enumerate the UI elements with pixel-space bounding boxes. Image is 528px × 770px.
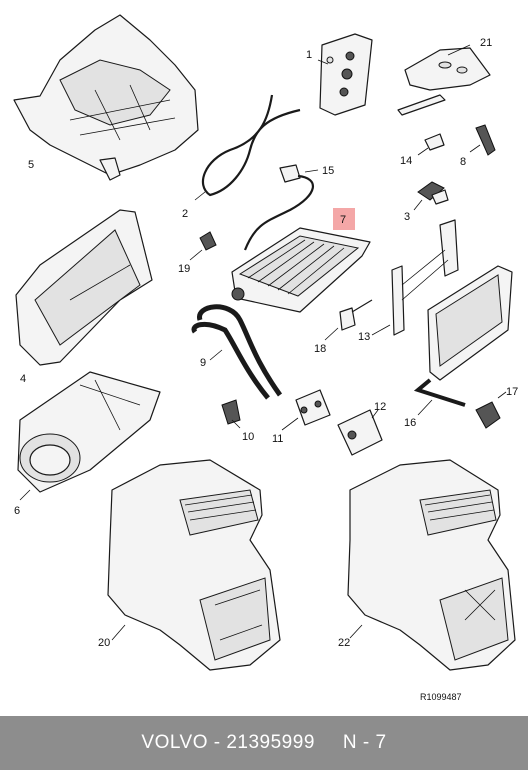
part-6-blower-housing [17,371,161,501]
callout-9: 9 [200,357,206,369]
part-2-cable [194,94,301,201]
part-13-linkage [371,219,459,336]
part-12-valve [337,409,383,456]
part-9-pipes [191,304,283,400]
callout-20: 20 [98,637,110,649]
part-14-clip [417,133,445,156]
callout-2: 2 [182,208,188,220]
parts-diagram: 1 2 3 4 5 6 7 8 9 10 11 12 13 14 15 16 1… [13,14,518,702]
part-4-housing [15,209,153,366]
part-20-hvac-assembly [107,459,281,671]
part-11-valve [281,389,331,431]
callout-17: 17 [506,386,518,398]
part-19-clip [189,231,217,261]
part-7-heater-core [231,227,371,313]
reference-code: R1099487 [420,692,462,702]
highlight-box [333,208,355,230]
callout-1: 1 [306,49,312,61]
callout-22: 22 [338,637,350,649]
callout-8: 8 [460,156,466,168]
part-16-evaporator [413,265,513,416]
part-10-clip [221,399,241,429]
callout-13: 13 [358,331,370,343]
part-8-bracket [469,124,496,156]
footer-bar: VOLVO - 21395999 N - 7 [0,716,528,770]
callout-19: 19 [178,263,190,275]
callout-6: 6 [14,505,20,517]
callout-16: 16 [404,417,416,429]
callout-5: 5 [28,159,34,171]
callout-18: 18 [314,343,326,355]
part-1-control-block [317,33,373,116]
callout-4: 4 [20,373,26,385]
callout-14: 14 [400,155,412,167]
callout-15: 15 [322,165,334,177]
part-21-flap [397,44,491,116]
part-22-hvac-assembly [347,459,516,671]
callout-11: 11 [272,433,283,445]
callout-21: 21 [480,37,492,49]
part-17-sensor [475,391,507,429]
diagram-position-label: N - 7 [342,732,387,753]
callout-7: 7 [340,214,346,226]
part-5-housing [13,14,199,181]
callout-12: 12 [374,401,386,413]
part-15-sensor-wire [243,164,319,251]
part-3-connector [413,181,449,211]
part-number-label: VOLVO - 21395999 [141,732,315,753]
part-18-actuator [324,299,373,341]
callout-3: 3 [404,211,410,223]
callout-10: 10 [242,431,254,443]
